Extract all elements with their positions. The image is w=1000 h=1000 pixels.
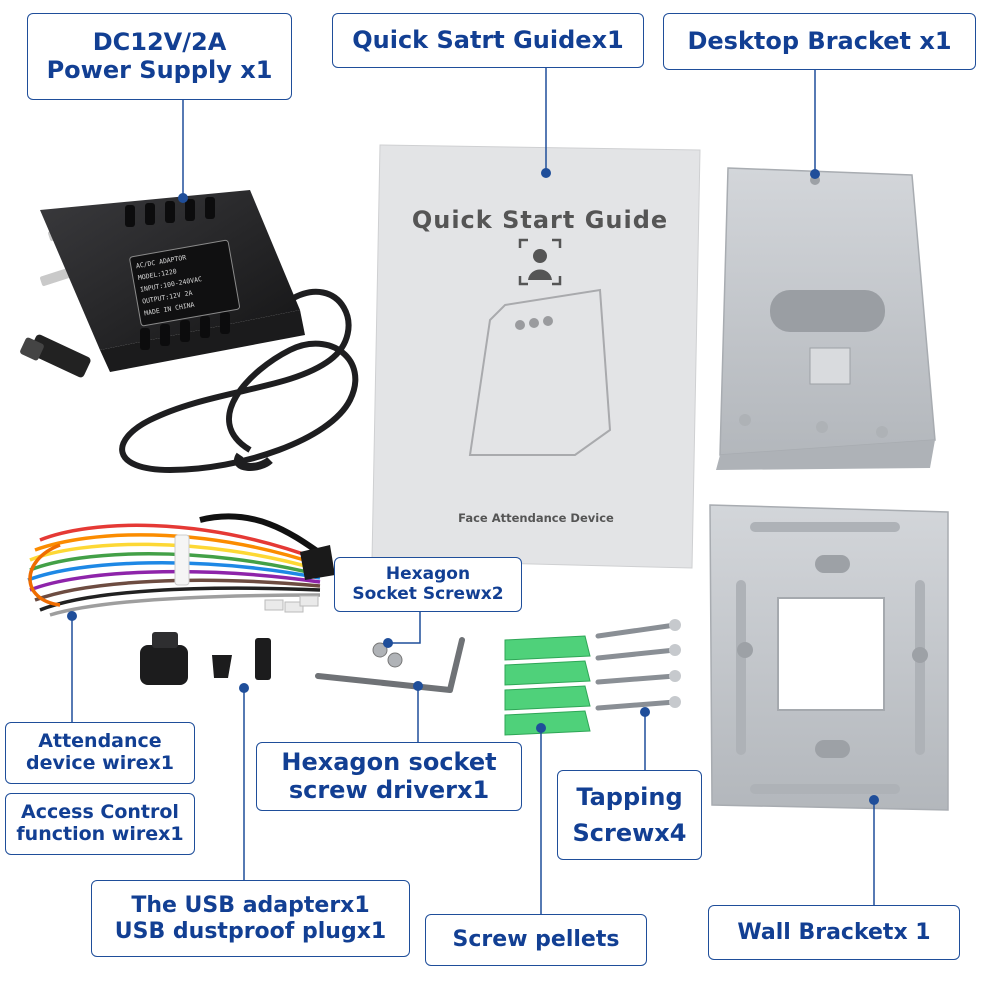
desktop-bracket — [716, 167, 936, 470]
label-hexagon-socket-screw: Hexagon Socket Screwx2 — [334, 557, 522, 612]
usb-dustproof-plug — [212, 655, 232, 678]
face-icon — [518, 238, 562, 286]
quick-start-booklet: Quick Start Guide Face Attendance Device — [371, 144, 701, 569]
booklet-footer: Face Attendance Device — [458, 511, 614, 525]
leader-lines — [71, 68, 875, 914]
hex-key-driver — [315, 637, 465, 693]
power-adapter: AC/DC ADAPTOR MODEL:1220 INPUT:100-240VA… — [20, 190, 359, 474]
label-screw-pellets: Screw pellets — [425, 914, 647, 966]
screw-pellets — [504, 635, 591, 736]
label-quick-start-guide: Quick Satrt Guidex1 — [332, 13, 644, 68]
label-power-supply: DC12V/2A Power Supply x1 — [27, 13, 292, 100]
label-hex-screw-driver: Hexagon socket screw driverx1 — [256, 742, 522, 811]
usb-adapter — [140, 632, 188, 685]
wire-harness — [27, 513, 332, 617]
power-cable — [119, 288, 359, 474]
booklet-title: Quick Start Guide — [412, 206, 668, 234]
label-access-control-wire: Access Control function wirex1 — [5, 793, 195, 855]
label-usb: The USB adapterx1 USB dustproof plugx1 — [91, 880, 410, 957]
label-tapping-screw: Tapping Screwx4 — [557, 770, 702, 860]
label-attendance-wire: Attendance device wirex1 — [5, 722, 195, 784]
hexagon-screw — [372, 642, 403, 668]
label-wall-bracket: Wall Bracketx 1 — [708, 905, 960, 960]
label-desktop-bracket: Desktop Bracket x1 — [663, 13, 976, 70]
leader-dots — [67, 168, 879, 805]
wall-bracket — [709, 504, 949, 811]
tapping-screws — [595, 622, 678, 711]
